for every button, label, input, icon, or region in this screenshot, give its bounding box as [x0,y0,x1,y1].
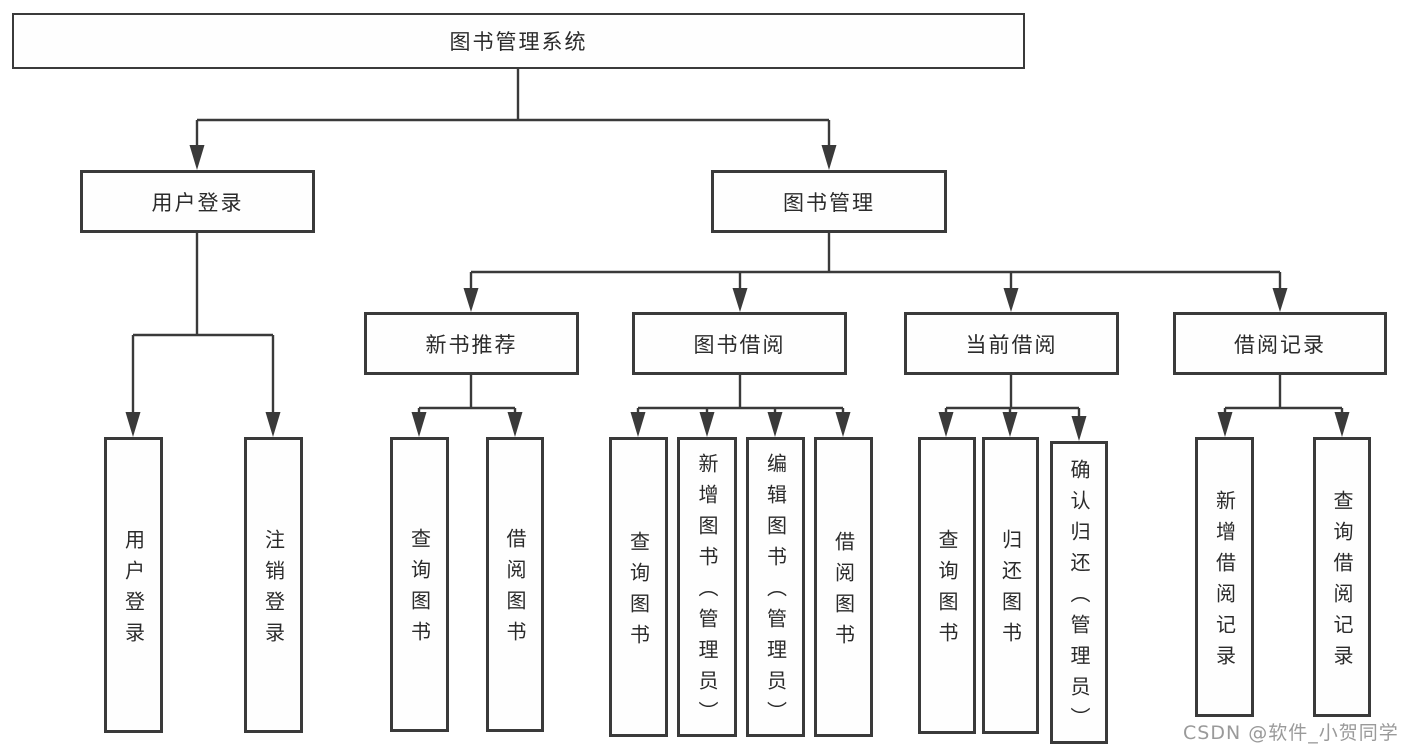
arrowhead-icon [630,412,646,437]
leaf-confirm-return-admin: 确认归还（管理员） [1050,441,1108,744]
leaf-label: 用户登录 [121,528,146,653]
connector-user-login-to-leaves [125,233,281,437]
arrowhead-icon [411,412,427,437]
leaf-label: 借阅图书 [503,528,527,652]
leaf-label: 查询图书 [935,529,959,653]
node-label: 用户登录 [151,190,244,215]
connector-book-management-to-level3 [463,233,1288,312]
arrowhead-icon [938,412,954,437]
leaf-query-books-1: 查询图书 [390,437,449,732]
node-book-borrowing: 图书借阅 [632,312,847,375]
csdn-watermark: CSDN @软件_小贺同学 [1183,722,1399,744]
arrowhead-icon [732,288,748,312]
arrowhead-icon [699,412,715,437]
leaf-query-books-3: 查询图书 [918,437,976,734]
arrowhead-icon [835,412,851,437]
leaf-label: 借阅图书 [831,530,856,655]
leaf-label: 归还图书 [998,529,1023,653]
node-label: 新书推荐 [425,332,518,357]
leaf-label: 新增借阅记录 [1212,489,1237,676]
node-book-management: 图书管理 [711,170,947,233]
leaf-label: 确认归还（管理员） [1067,458,1091,738]
leaf-borrow-books-2: 借阅图书 [814,437,873,737]
leaf-query-books-2: 查询图书 [609,437,668,737]
leaf-label: 新增图书（管理员） [695,453,719,732]
leaf-logout: 注销登录 [244,437,303,733]
arrowhead-icon [1003,288,1019,312]
leaf-add-borrow-record: 新增借阅记录 [1195,437,1254,717]
connector-current-borrowing-to-leaves [938,375,1087,441]
leaf-user-login: 用户登录 [104,437,163,733]
connector-root-to-level2 [189,69,837,170]
leaf-label: 注销登录 [261,528,286,653]
node-borrowing-records: 借阅记录 [1173,312,1387,375]
leaf-add-book-admin: 新增图书（管理员） [677,437,737,737]
node-label: 图书借阅 [693,332,786,357]
node-user-login: 用户登录 [80,170,315,233]
arrowhead-icon [189,145,205,170]
node-label: 借阅记录 [1234,332,1326,357]
arrowhead-icon [1002,412,1018,437]
arrowhead-icon [1334,412,1350,437]
connector-borrowing-records-to-leaves [1217,375,1350,437]
leaf-label: 编辑图书（管理员） [763,453,788,732]
connector-new-book-recommendation-to-leaves [411,375,523,437]
leaf-query-borrow-record: 查询借阅记录 [1313,437,1371,717]
arrowhead-icon [1272,288,1288,312]
leaf-edit-book-admin: 编辑图书（管理员） [746,437,805,737]
node-current-borrowing: 当前借阅 [904,312,1119,375]
arrowhead-icon [125,412,141,437]
arrowhead-icon [767,412,783,437]
node-label: 当前借阅 [965,332,1058,357]
arrowhead-icon [821,145,837,170]
node-label: 图书管理系统 [449,30,588,54]
leaf-return-book: 归还图书 [982,437,1039,734]
leaf-label: 查询图书 [407,528,432,652]
arrowhead-icon [1217,412,1233,437]
node-new-book-recommendation: 新书推荐 [364,312,579,375]
leaf-label: 查询图书 [626,530,651,655]
node-library-management-system: 图书管理系统 [12,13,1025,69]
arrowhead-icon [507,412,523,437]
leaf-borrow-books-1: 借阅图书 [486,437,544,732]
connector-book-borrowing-to-leaves [630,375,851,437]
node-label: 图书管理 [783,190,875,215]
leaf-label: 查询借阅记录 [1330,489,1354,676]
arrowhead-icon [1071,416,1087,441]
arrowhead-icon [265,412,281,437]
arrowhead-icon [463,288,479,312]
